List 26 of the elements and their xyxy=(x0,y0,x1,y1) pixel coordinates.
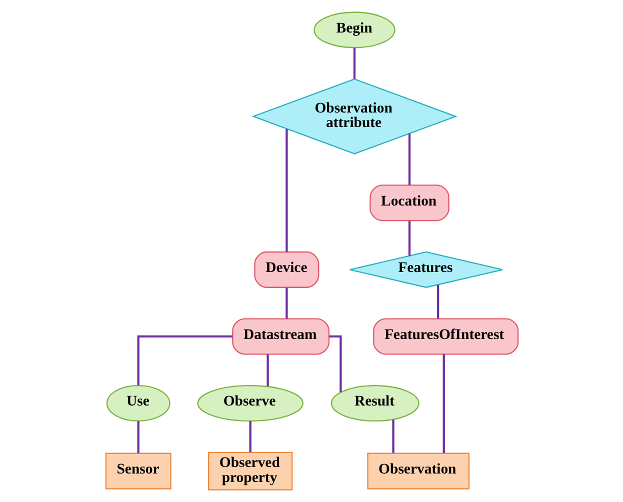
node-ellipse: Observe xyxy=(196,385,303,422)
connector xyxy=(442,354,444,454)
connector xyxy=(136,421,139,454)
node-ellipse: Result xyxy=(330,385,419,422)
node-box: Observation xyxy=(366,452,470,490)
node-box: Location xyxy=(369,184,449,222)
connector xyxy=(266,354,268,386)
node-box: Observed property xyxy=(208,452,292,490)
connector xyxy=(436,284,439,319)
node-box: Datastream xyxy=(232,318,330,355)
node-diamond: Features xyxy=(348,251,503,288)
connector xyxy=(136,335,232,386)
connector xyxy=(285,288,288,319)
connector xyxy=(408,134,410,185)
node-diamond: Observation attribute xyxy=(251,78,457,154)
connector xyxy=(352,48,356,79)
node-box: Device xyxy=(254,251,319,288)
node-ellipse: Use xyxy=(106,385,170,422)
connector xyxy=(285,128,288,252)
connector xyxy=(248,421,251,452)
connector xyxy=(392,420,394,453)
node-box: FeaturesOfInterest xyxy=(372,318,518,355)
connector xyxy=(408,220,410,256)
node-box: Sensor xyxy=(104,452,171,490)
connector xyxy=(328,335,342,392)
node-ellipse: Begin xyxy=(313,12,395,48)
